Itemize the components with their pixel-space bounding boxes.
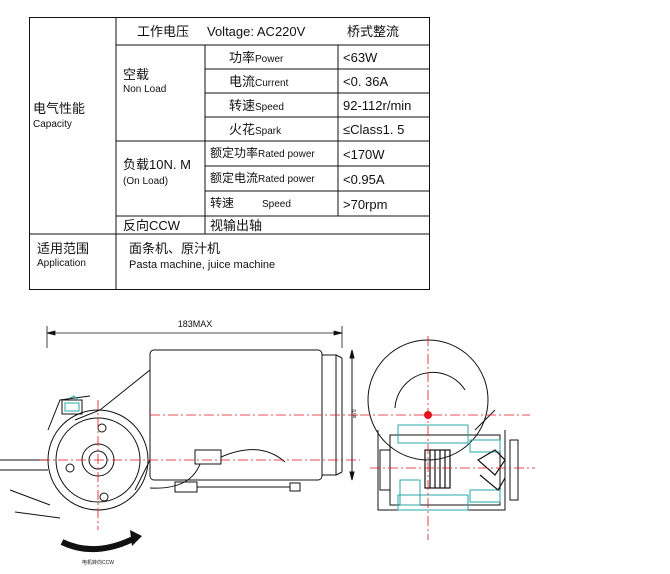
shaft-center-marker bbox=[424, 411, 432, 419]
no-load-param-value: <0. 36A bbox=[343, 74, 389, 89]
spec-table-grid bbox=[29, 17, 430, 290]
direction-value: 视输出轴 bbox=[210, 218, 263, 233]
on-load-param-label: 额定功率Rated power bbox=[210, 146, 315, 160]
left-centerlines bbox=[40, 400, 360, 530]
application-value-en: Pasta machine, juice machine bbox=[129, 259, 276, 271]
on-load-param-label: 额定电流Rated power bbox=[210, 171, 315, 185]
no-load-param-label: 电流Current bbox=[229, 74, 289, 89]
motor-drawing: 183MAX ø79 bbox=[0, 300, 670, 569]
on-load-label-en: (On Load) bbox=[123, 176, 169, 187]
no-load-param-value: 92-112r/min bbox=[343, 98, 412, 113]
application-label-en: Application bbox=[37, 258, 86, 269]
rotation-label: 电机转向CCW bbox=[82, 559, 114, 566]
direction-label: 反向CCW bbox=[123, 218, 181, 233]
on-load-param-value: >70rpm bbox=[343, 197, 388, 212]
no-load-label-zh: 空载 bbox=[123, 67, 150, 82]
on-load-label-zh: 负载10N. M bbox=[123, 157, 191, 172]
section-hatch bbox=[397, 424, 501, 511]
rectifier-note: 桥式整流 bbox=[347, 24, 400, 39]
width-dimension-label: 183MAX bbox=[178, 319, 213, 329]
height-dimension-label: ø79 bbox=[352, 409, 358, 418]
no-load-param-value: <63W bbox=[343, 50, 378, 65]
no-load-param-label: 功率Power bbox=[229, 50, 284, 65]
application-label-zh: 适用范围 bbox=[37, 241, 90, 256]
rotation-arrow-icon bbox=[60, 530, 142, 553]
application-value-zh: 面条机、原汁机 bbox=[129, 241, 221, 256]
on-load-param-value: <170W bbox=[343, 147, 385, 162]
gearbox-hatch bbox=[64, 395, 80, 412]
voltage-label-zh: 工作电压 bbox=[137, 24, 190, 39]
no-load-param-label: 转速Speed bbox=[229, 98, 284, 113]
no-load-label-en: Non Load bbox=[123, 84, 167, 95]
voltage-value: Voltage: AC220V bbox=[207, 24, 306, 39]
spec-table: 电气性能 Capacity 工作电压 Voltage: AC220V 桥式整流 … bbox=[29, 17, 430, 290]
no-load-param-value: ≤Class1. 5 bbox=[343, 122, 405, 137]
gearbox-front-view bbox=[0, 395, 149, 519]
motor-drawing-svg: 183MAX ø79 bbox=[0, 319, 535, 566]
motor-side-view bbox=[74, 349, 355, 493]
capacity-label-en: Capacity bbox=[33, 119, 72, 130]
no-load-param-label: 火花Spark bbox=[229, 122, 282, 137]
width-dimension bbox=[46, 326, 343, 348]
rotor-windings bbox=[424, 449, 506, 491]
on-load-param-value: <0.95A bbox=[343, 172, 385, 187]
right-centerlines bbox=[360, 336, 535, 540]
capacity-label-zh: 电气性能 bbox=[33, 101, 86, 116]
